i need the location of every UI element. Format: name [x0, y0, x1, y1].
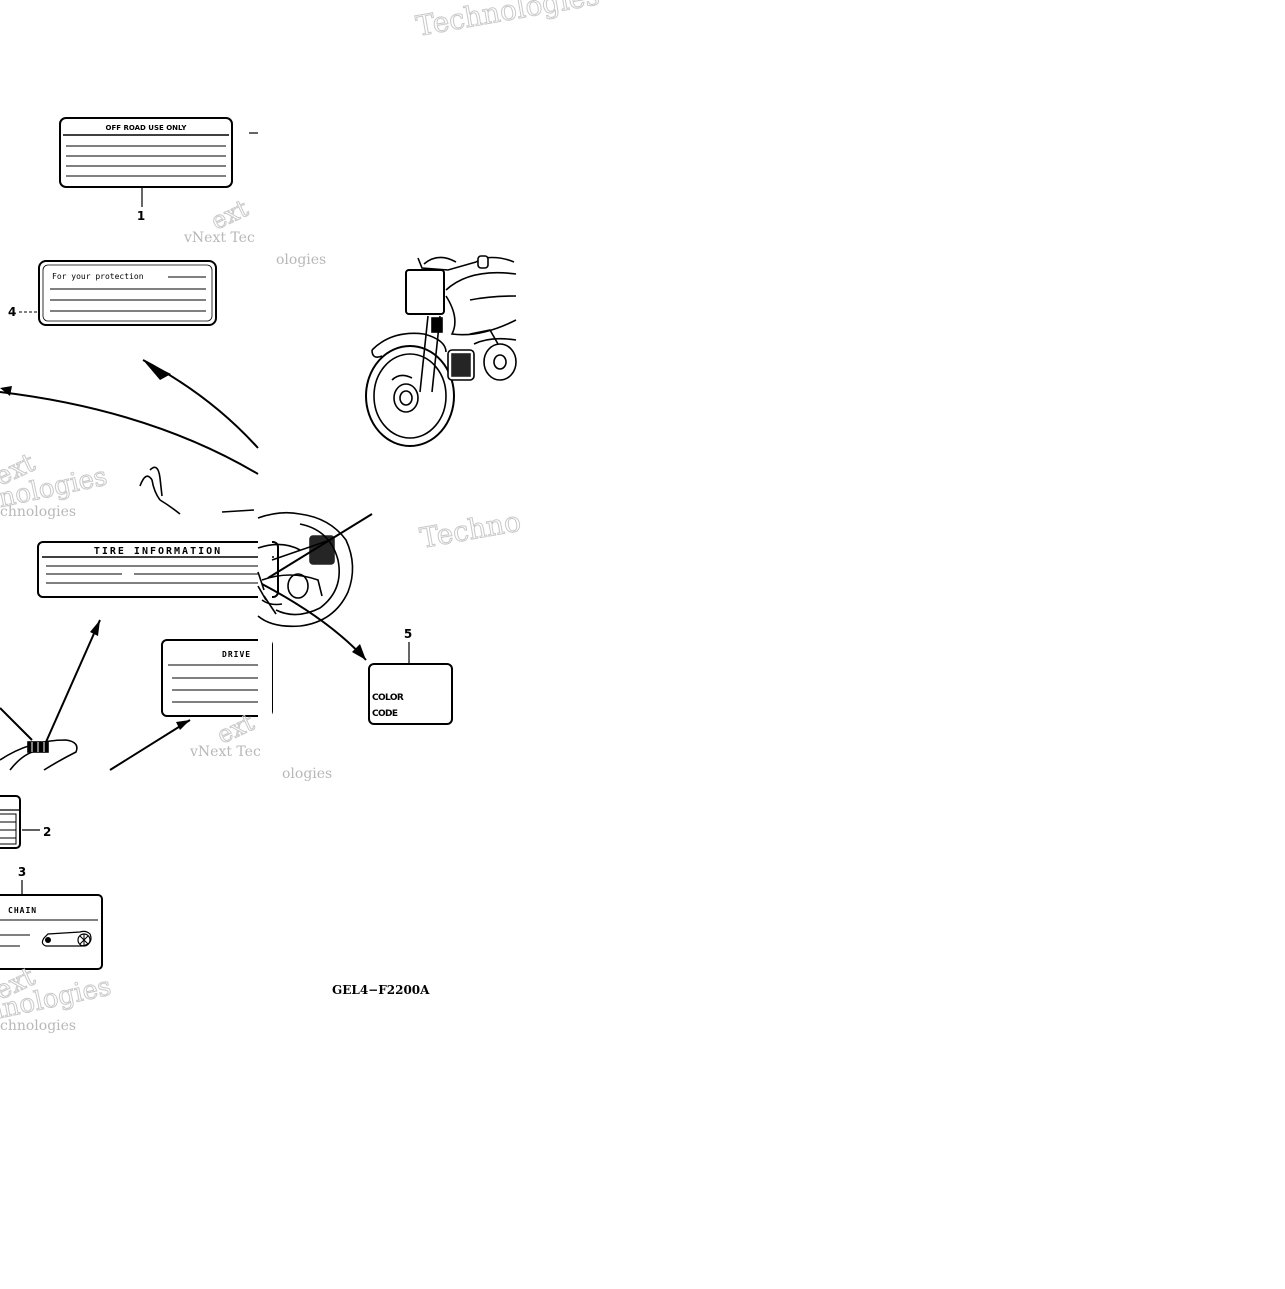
label-protection: For your protection 4: [8, 260, 217, 326]
label-drive: DRIVE: [161, 639, 273, 717]
label-off-road: OFF ROAD USE ONLY 1: [59, 117, 258, 223]
off-road-text: OFF ROAD USE ONLY: [106, 124, 188, 132]
watermark-techno-top: Technologies: [413, 0, 601, 43]
watermark-chnologies-2: chnologies: [0, 1018, 76, 1034]
leader-rear-1: [267, 513, 373, 579]
label-color-code: 5 COLOR CODE: [368, 627, 453, 725]
watermark-vnext-2: vNext Tec: [189, 744, 261, 760]
watermark-vnext-1: vNext Tec: [183, 230, 255, 246]
diagram-code: GEL4−F2200A: [332, 983, 430, 997]
watermark-ologies-1: ologies: [276, 252, 326, 268]
rear-wheel-sketch: [257, 511, 354, 628]
label-2: 2: [0, 795, 51, 849]
leader-arrows-upper: [0, 359, 259, 475]
arrowhead-left: [0, 386, 12, 396]
callout-4: 4: [8, 305, 16, 319]
callout-5: 5: [404, 627, 412, 641]
watermark-ologies-2: ologies: [282, 766, 332, 782]
watermark-techno-mid: Techno: [417, 505, 523, 555]
motorcycle-front-sketch: [365, 255, 517, 447]
callout-3: 3: [18, 865, 26, 879]
arrowhead-tire: [90, 620, 100, 636]
arrowhead-protection: [143, 360, 171, 380]
tank-sketch: [0, 739, 78, 771]
watermark-chnologies-1: chnologies: [0, 504, 76, 520]
color-text: COLOR: [372, 693, 404, 703]
tire-information-text: TIRE INFORMATION: [94, 546, 222, 557]
drive-text: DRIVE: [222, 650, 251, 659]
label-tire-information: TIRE INFORMATION: [37, 541, 279, 598]
code-text: CODE: [372, 709, 398, 719]
callout-2: 2: [43, 825, 51, 839]
chain-text: CHAIN: [8, 906, 37, 915]
label-chain: 3 CHAIN: [0, 865, 103, 970]
handlebar-sketch: [139, 466, 255, 515]
arrowhead-color-code: [352, 644, 366, 660]
leader-arrows-middle: [0, 619, 191, 771]
arrowhead-drive: [176, 720, 190, 730]
callout-1: 1: [137, 209, 145, 223]
protection-text: For your protection: [52, 272, 144, 281]
